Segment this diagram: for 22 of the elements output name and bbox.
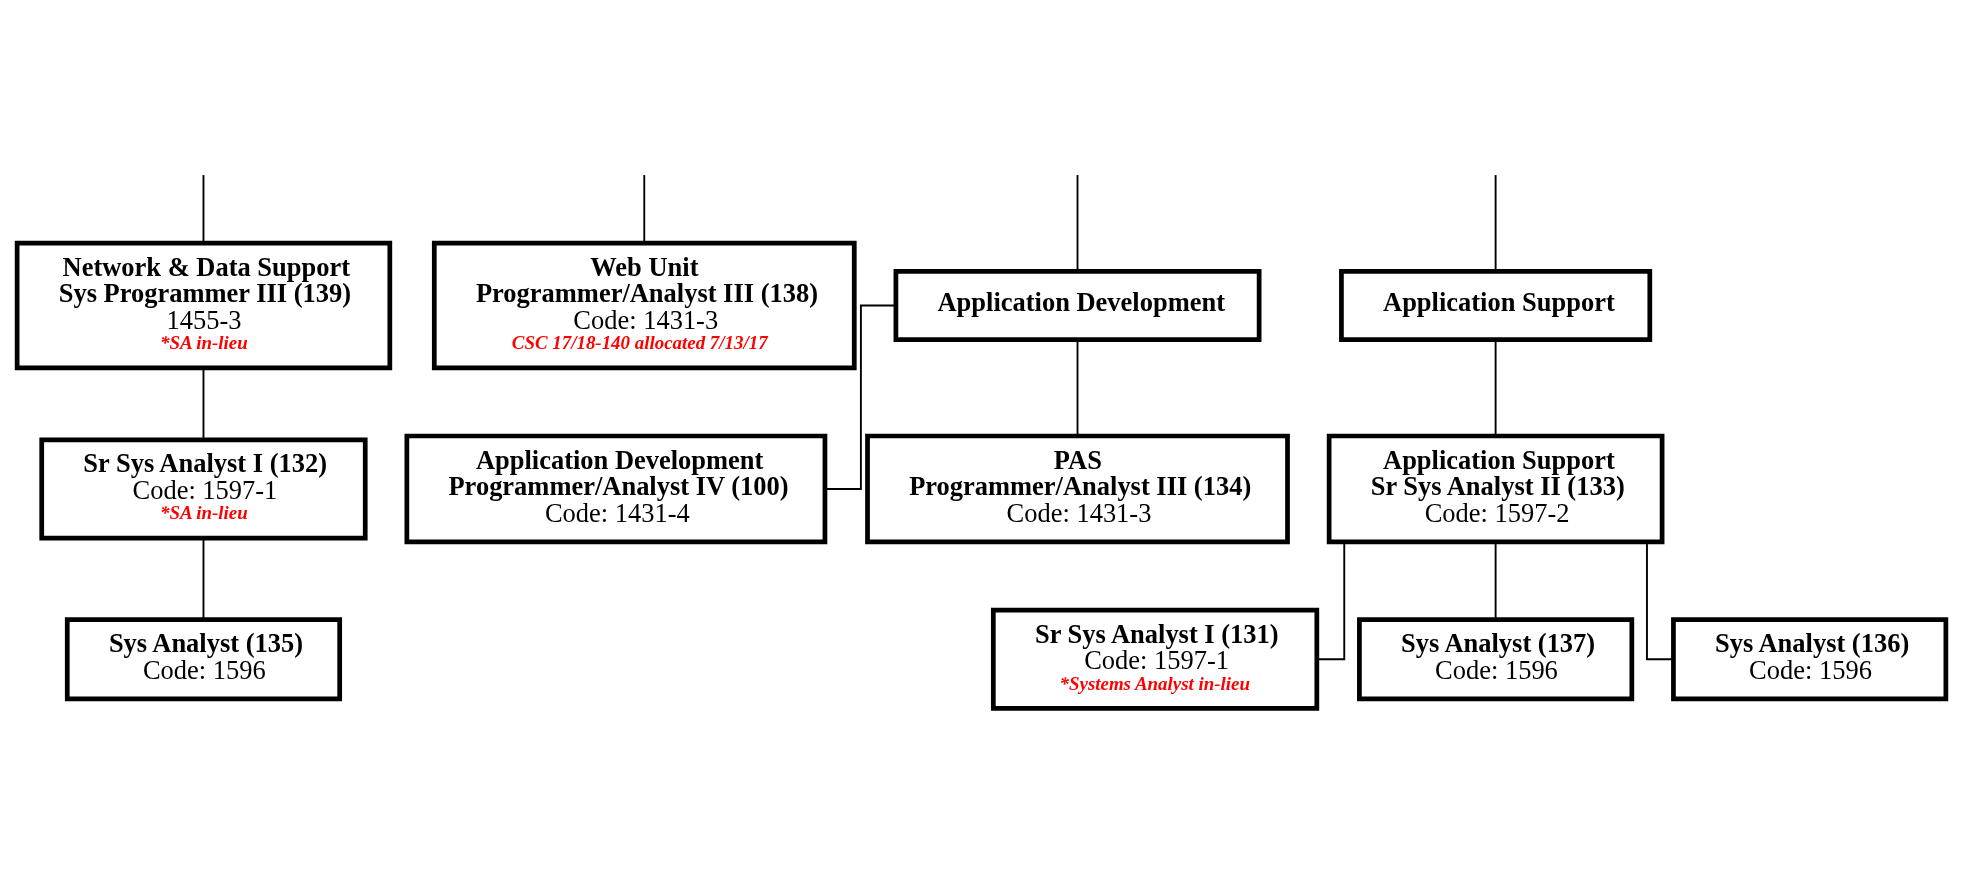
node-box: PAS Programmer/Analyst III (134) Code: 1431-3: [865, 433, 1290, 545]
node-box: Sr Sys Analyst I (132) Code: 1597-1 *SA in-lieu: [39, 437, 368, 541]
connector: [1494, 339, 1497, 437]
node-box: Application Development Programmer/Analyst IV (100) Code: 1431-4: [404, 433, 828, 545]
connector: [202, 174, 205, 244]
node-box: Sr Sys Analyst I (131) Code: 1597-1 *Systems Analyst in-lieu: [990, 607, 1320, 711]
node-box: Application Support Sr Sys Analyst II (133) Code: 1597-2: [1326, 433, 1665, 545]
connector: [824, 304, 897, 490]
node-box: Application Development: [893, 269, 1262, 342]
connector: [202, 537, 205, 621]
node-box: Web Unit Programmer/Analyst III (138) Code: 1431-3 CSC 17/18-140 allocated 7/13/17: [431, 240, 857, 371]
node-box: Sys Analyst (137) Code: 1596: [1357, 617, 1635, 702]
connector: [1076, 339, 1079, 437]
node-box: Network & Data Support Sys Programmer III (139) 1455-3 *SA in-lieu: [14, 240, 393, 371]
connector: [643, 174, 646, 244]
node-box: Application Support: [1339, 269, 1653, 342]
connector: [1646, 541, 1675, 661]
node-box: Sys Analyst (135) Code: 1596: [64, 617, 343, 702]
connector: [1494, 541, 1497, 621]
connector: [202, 367, 205, 441]
connector: [1316, 541, 1346, 661]
node-box: Sys Analyst (136) Code: 1596: [1671, 617, 1949, 702]
